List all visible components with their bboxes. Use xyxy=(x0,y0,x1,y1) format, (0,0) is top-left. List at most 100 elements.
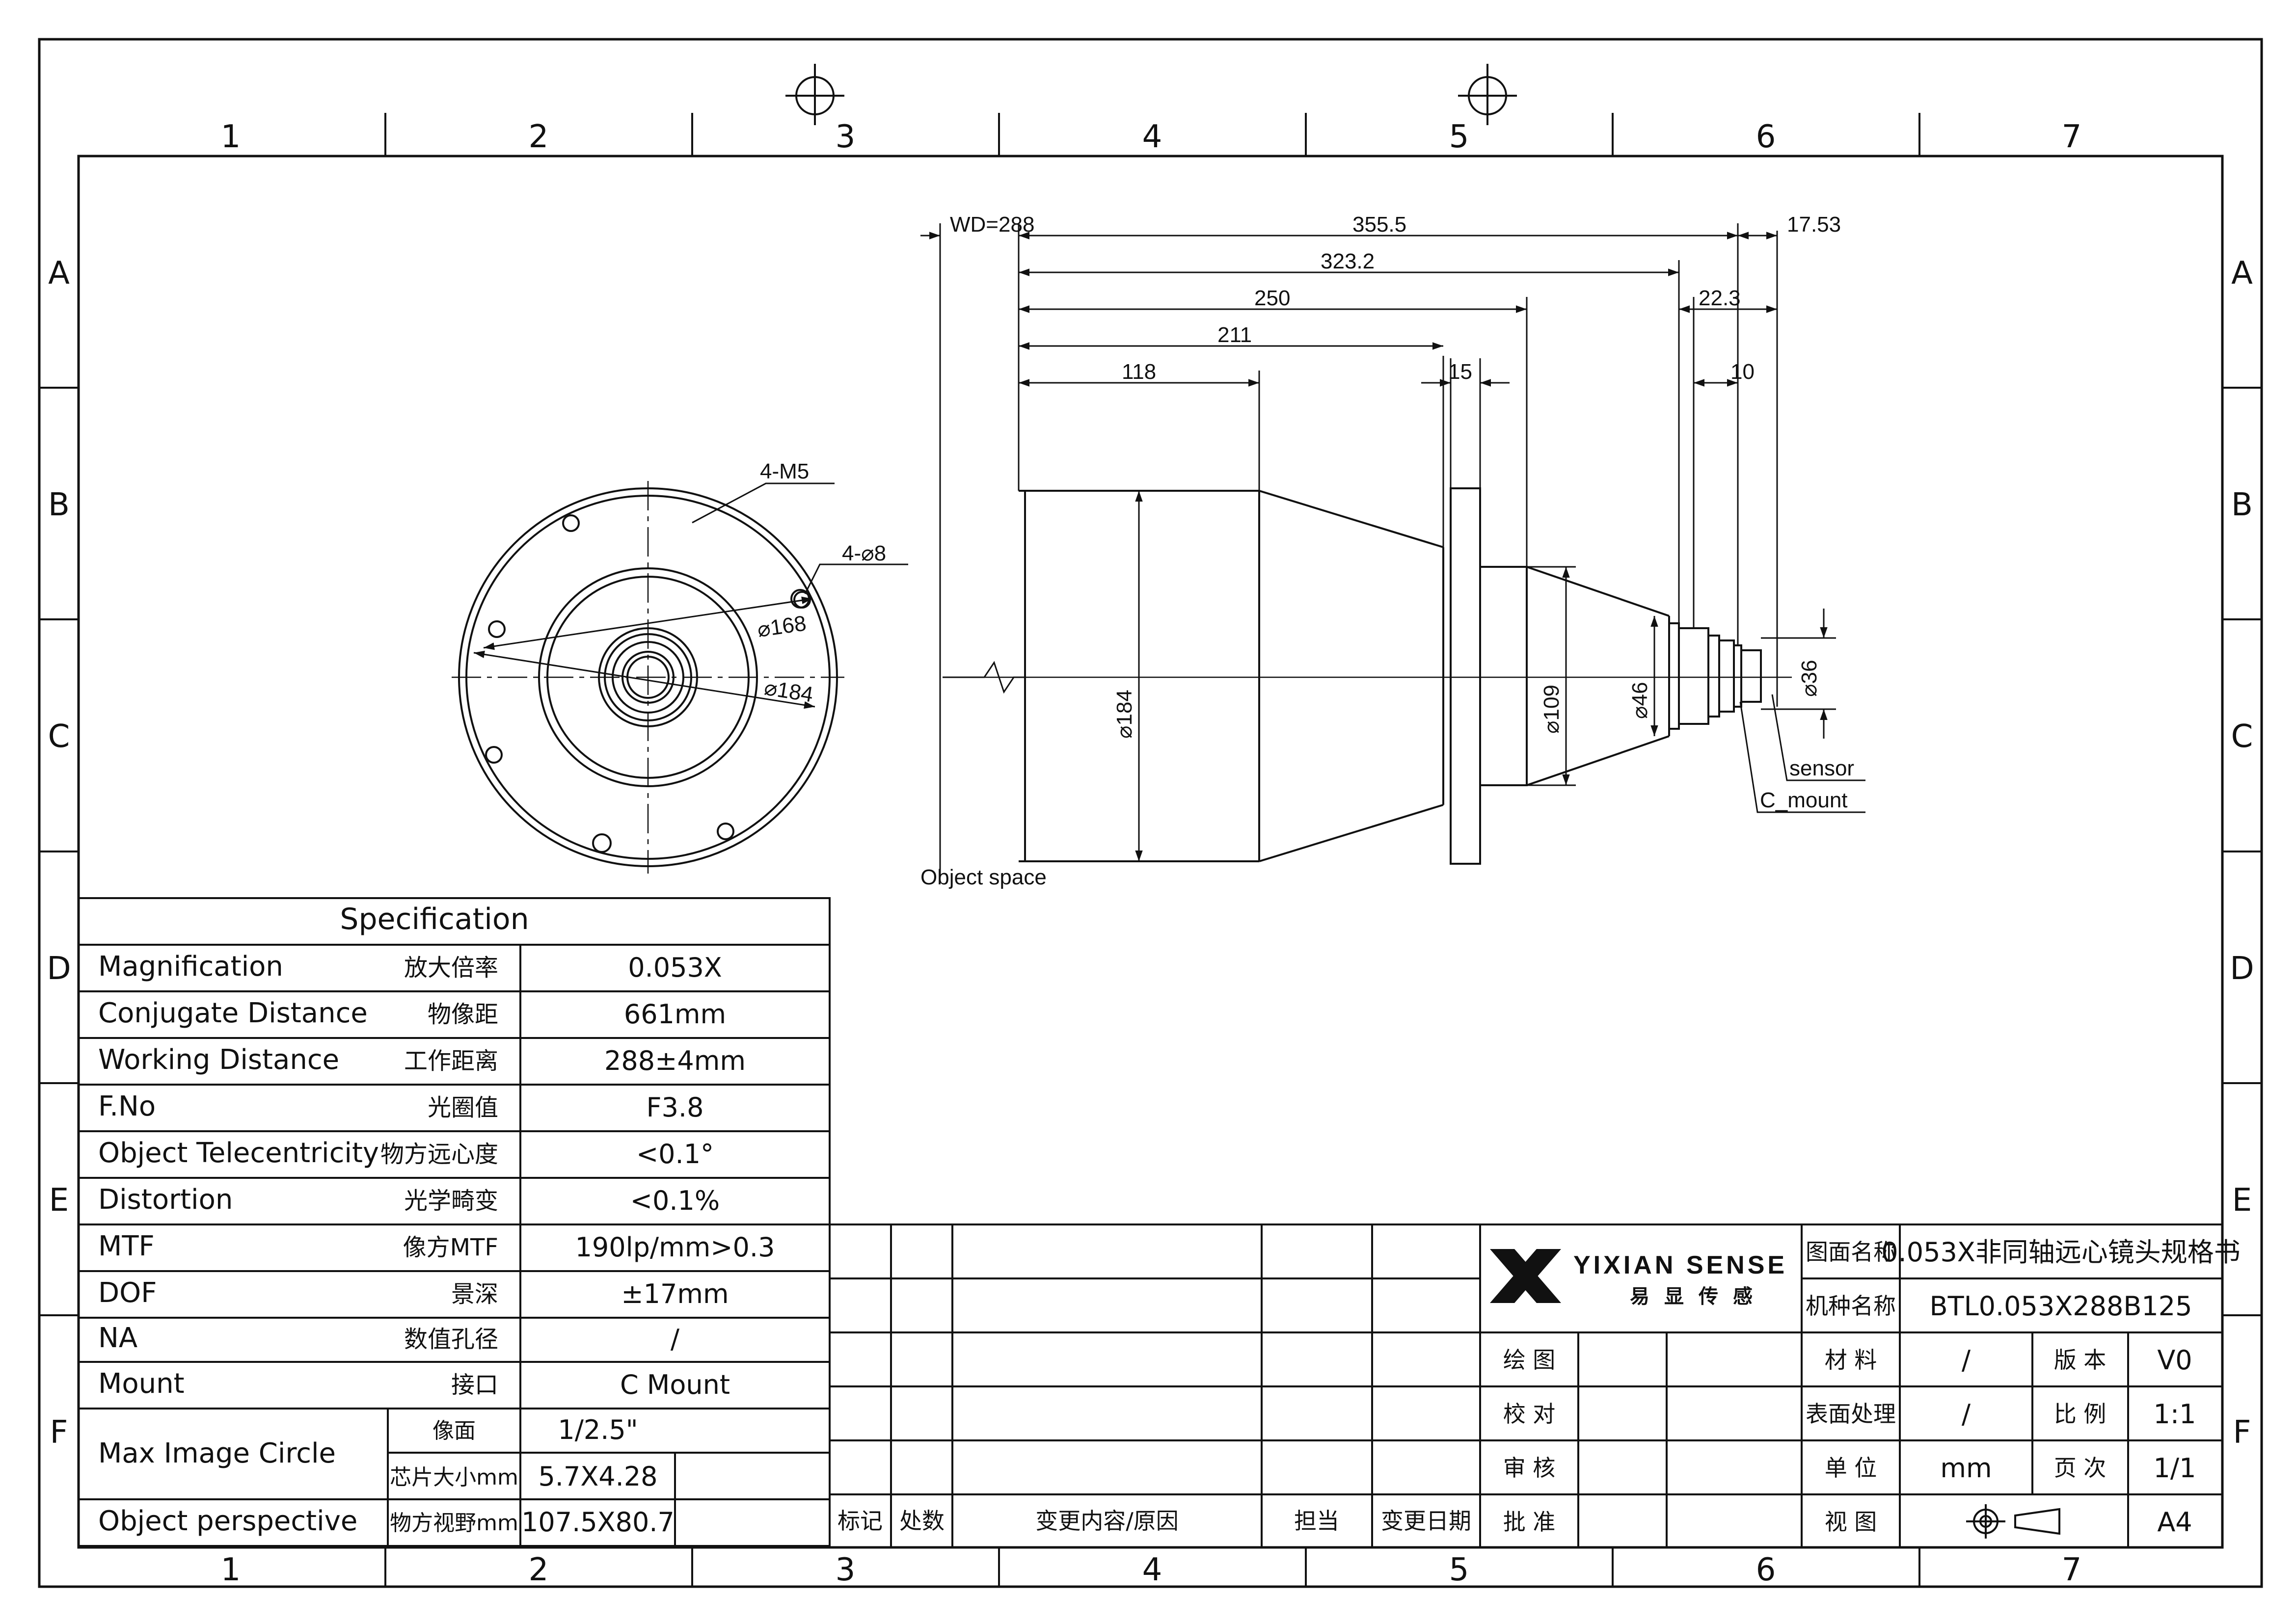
prop-surface-label: 表面处理 xyxy=(1806,1401,1896,1427)
front-view-dia184-label: ⌀184 xyxy=(762,675,814,707)
spec-row-3-zh: 光圈值 xyxy=(428,1094,498,1121)
grid-col-3-top: 3 xyxy=(836,119,856,155)
spec-row-9-zh: 接口 xyxy=(451,1371,498,1399)
prop-version-label: 版 本 xyxy=(2054,1347,2107,1373)
grid-col-1-top: 1 xyxy=(221,119,241,155)
grid-col-3-bottom: 3 xyxy=(836,1552,856,1588)
model-label: 机种名称 xyxy=(1806,1293,1896,1319)
title-block-grid xyxy=(1480,1223,2222,1547)
dim-dia109: ⌀109 xyxy=(1540,685,1564,734)
sign-row-check: 校 对 xyxy=(1503,1401,1556,1427)
dim-355-5: 355.5 xyxy=(1352,213,1406,237)
revision-table-grid xyxy=(830,1223,1481,1547)
prop-unit-label: 单 位 xyxy=(1825,1455,1877,1481)
logo-zh-1: 显 xyxy=(1664,1285,1684,1308)
sheet-frame xyxy=(38,38,2263,1588)
grid-row-B-right: B xyxy=(2231,487,2253,523)
grid-row-A-left: A xyxy=(48,255,70,292)
spec-title: Specification xyxy=(340,902,529,936)
dim-dia36: ⌀36 xyxy=(1797,660,1821,697)
spec-row-7-value: ±17mm xyxy=(621,1278,729,1309)
spec-row-4-en: Object Telecentricity xyxy=(98,1137,379,1169)
prop-version-value: V0 xyxy=(2157,1345,2192,1376)
grid-row-B-left: B xyxy=(48,487,70,523)
centering-mark-right xyxy=(1458,64,1517,125)
sign-row-review: 审 核 xyxy=(1503,1455,1556,1481)
grid-col-7-top: 7 xyxy=(2062,119,2082,155)
grid-row-C-right: C xyxy=(2231,718,2253,755)
grid-row-E-right: E xyxy=(2232,1182,2252,1219)
spec-row-5-zh: 光学畸变 xyxy=(404,1187,498,1215)
spec-row-5-value: <0.1% xyxy=(630,1185,720,1216)
spec-row-0-en: Magnification xyxy=(98,951,283,983)
prop-page-label: 页 次 xyxy=(2054,1455,2107,1481)
logo-zh-3: 感 xyxy=(1733,1285,1753,1308)
prop-unit-value: mm xyxy=(1940,1453,1992,1484)
grid-row-F-left: F xyxy=(50,1414,68,1451)
spec-row-8-zh: 数值孔径 xyxy=(404,1326,498,1353)
projection-symbol-icon xyxy=(1966,1504,2060,1539)
dim-10: 10 xyxy=(1730,360,1755,384)
grid-row-A-right: A xyxy=(2231,255,2253,292)
grid-col-7-bottom: 7 xyxy=(2062,1552,2082,1588)
spec-row-3-en: F.No xyxy=(98,1090,156,1122)
drawing-name-label: 图面名称 xyxy=(1806,1239,1896,1265)
spec-rows: Magnification Conjugate Distance Working… xyxy=(98,951,775,1538)
grid-row-F-right: F xyxy=(2233,1414,2251,1451)
logo-text: YIXIAN SENSE xyxy=(1573,1251,1787,1279)
spec-row-1-zh: 物像距 xyxy=(428,1001,498,1028)
sign-row-draw: 绘 图 xyxy=(1503,1347,1556,1373)
label-sensor: sensor xyxy=(1789,756,1854,780)
dim-323-2: 323.2 xyxy=(1321,249,1375,273)
spec-image-plane-value: 1/2.5" xyxy=(558,1414,638,1445)
spec-row-1-en: Conjugate Distance xyxy=(98,997,368,1029)
spec-table-grid xyxy=(78,897,831,1547)
spec-row-9-value: C Mount xyxy=(620,1369,730,1400)
dim-17-53: 17.53 xyxy=(1787,213,1841,237)
front-view-dia168-label: ⌀168 xyxy=(756,611,808,641)
model-value: BTL0.053X288B125 xyxy=(1930,1291,2192,1322)
revision-header-content: 变更内容/原因 xyxy=(1035,1508,1179,1534)
dim-dia46: ⌀46 xyxy=(1628,682,1652,719)
revision-header-count: 处数 xyxy=(899,1508,945,1534)
spec-row-7-zh: 景深 xyxy=(451,1280,498,1308)
spec-row-7-en: DOF xyxy=(98,1277,157,1309)
logo-zh-0: 易 xyxy=(1630,1285,1649,1308)
grid-row-E-left: E xyxy=(49,1182,69,1219)
spec-row-4-zh: 物方远心度 xyxy=(380,1141,498,1168)
dim-22-3: 22.3 xyxy=(1699,286,1741,310)
grid-row-D-left: D xyxy=(47,951,71,987)
spec-row-9-en: Mount xyxy=(98,1368,185,1400)
spec-row-0-value: 0.053X xyxy=(628,952,722,983)
grid-col-2-bottom: 2 xyxy=(529,1552,549,1588)
dim-dia184: ⌀184 xyxy=(1112,690,1136,739)
prop-scale-value: 1:1 xyxy=(2154,1399,2196,1430)
spec-chip-size-zh: 芯片大小mm xyxy=(390,1465,518,1490)
spec-row-2-zh: 工作距离 xyxy=(404,1047,498,1075)
spec-object-perspective-en: Object perspective xyxy=(98,1505,357,1537)
spec-row-2-value: 288±4mm xyxy=(604,1045,746,1076)
spec-row-6-value: 190lp/mm>0.3 xyxy=(575,1232,775,1263)
spec-row-5-en: Distortion xyxy=(98,1184,233,1216)
prop-material-label: 材 料 xyxy=(1825,1347,1877,1373)
revision-header-owner: 担当 xyxy=(1294,1508,1339,1534)
spec-row-4-value: <0.1° xyxy=(636,1139,714,1170)
grid-col-4-top: 4 xyxy=(1142,119,1162,155)
spec-object-perspective-value: 107.5X80.7 xyxy=(521,1507,675,1538)
prop-view-label: 视 图 xyxy=(1825,1509,1877,1535)
spec-max-image-circle-en: Max Image Circle xyxy=(98,1437,336,1469)
grid-col-6-bottom: 6 xyxy=(1756,1552,1776,1588)
label-c-mount: C_mount xyxy=(1760,788,1848,812)
grid-col-1-bottom: 1 xyxy=(221,1552,241,1588)
spec-row-8-en: NA xyxy=(98,1322,137,1354)
spec-row-0-zh: 放大倍率 xyxy=(404,954,498,982)
logo-x-icon xyxy=(1490,1249,1561,1303)
prop-scale-label: 比 例 xyxy=(2054,1401,2107,1427)
dim-250: 250 xyxy=(1254,286,1290,310)
logo: YIXIAN SENSE 易 显 传 感 xyxy=(1490,1249,1787,1308)
front-view-m5-label: 4-M5 xyxy=(760,459,809,483)
dim-118: 118 xyxy=(1122,360,1156,384)
prop-sheet-size-value: A4 xyxy=(2157,1507,2192,1538)
grid-col-2-top: 2 xyxy=(529,119,549,155)
